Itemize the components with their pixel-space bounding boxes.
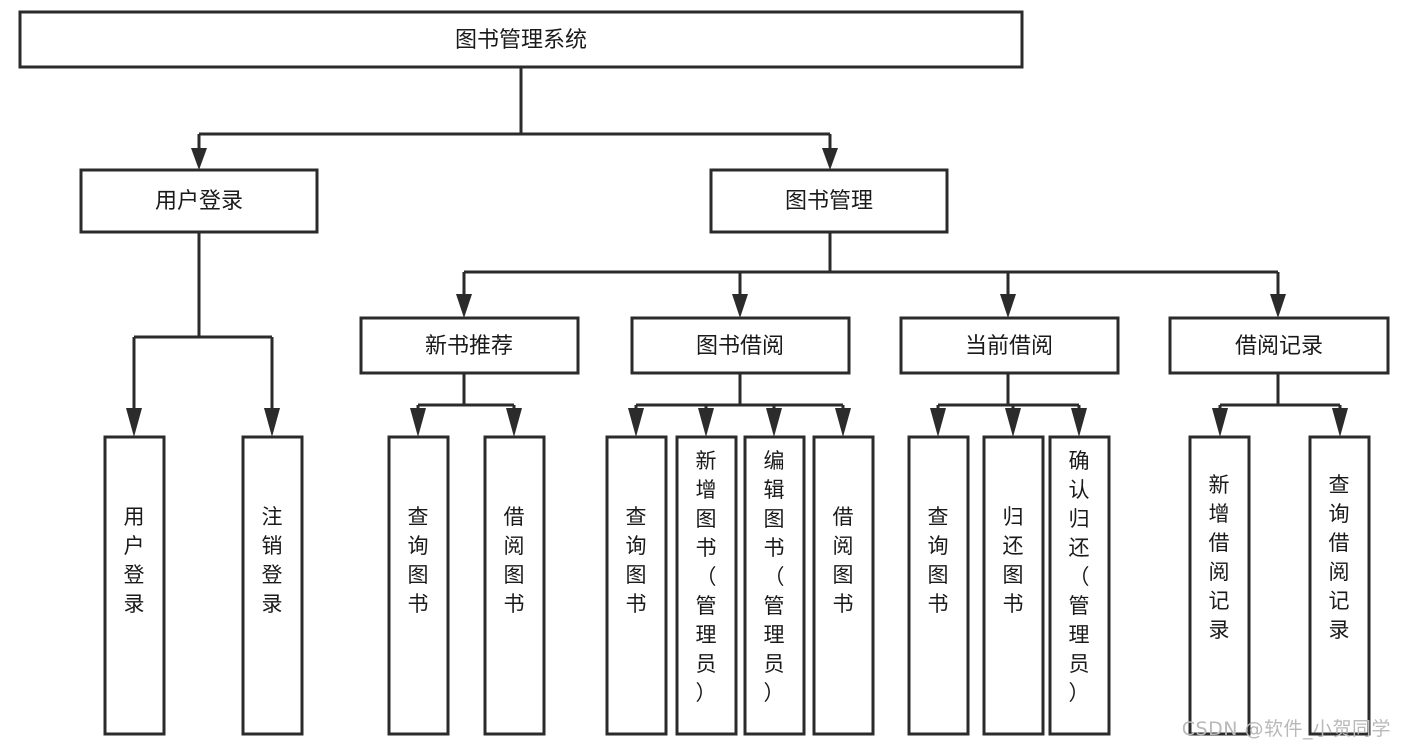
arrow-head-book-manage xyxy=(822,148,838,170)
node-leaf-add-record-label: 新增借阅记录 xyxy=(1209,473,1230,642)
node-new-book-recommend-label: 新书推荐 xyxy=(425,334,513,359)
connector-group-root xyxy=(191,67,838,170)
node-leaf-query-book-2-box[interactable] xyxy=(605,435,668,736)
node-leaf-query-book-1-label: 查询图书 xyxy=(408,505,429,616)
node-leaf-query-record-box[interactable] xyxy=(1308,435,1371,736)
arrow-head-leaf-confirm-return xyxy=(1071,408,1087,437)
arrow-head-new-book-recommend xyxy=(456,294,472,318)
node-leaf-borrow-book-2-box[interactable] xyxy=(812,435,875,736)
node-leaf-logout-label: 注销登录 xyxy=(262,505,283,616)
node-current-borrow-box[interactable] xyxy=(899,316,1120,375)
node-leaf-query-book-3-box[interactable] xyxy=(907,435,970,736)
node-current-borrow-label: 当前借阅 xyxy=(965,334,1053,359)
node-leaf-query-book-3[interactable]: 查询图书 xyxy=(907,435,970,736)
node-leaf-add-record-box[interactable] xyxy=(1188,435,1251,736)
node-leaf-query-book-3-label: 查询图书 xyxy=(928,505,949,616)
node-leaf-return-book-box[interactable] xyxy=(982,435,1045,736)
node-leaf-edit-book-box[interactable] xyxy=(743,435,806,736)
connector-group-borrow-record xyxy=(1212,373,1348,437)
node-leaf-borrow-book-2[interactable]: 借阅图书 xyxy=(812,435,875,736)
arrow-head-leaf-query-book-1 xyxy=(410,408,426,437)
node-leaf-borrow-book-1-label: 借阅图书 xyxy=(504,505,525,616)
node-leaf-borrow-book-1[interactable]: 借阅图书 xyxy=(483,435,546,736)
connector-group-book-manage xyxy=(456,232,1286,318)
node-root-label: 图书管理系统 xyxy=(455,28,587,53)
node-leaf-user-login[interactable]: 用户登录 xyxy=(103,435,166,736)
node-user-login-label: 用户登录 xyxy=(155,189,243,214)
node-book-manage-box[interactable] xyxy=(709,168,949,234)
connector-group-book-borrow xyxy=(628,373,851,437)
connector-group-user-login xyxy=(126,232,280,437)
node-leaf-confirm-return[interactable]: 确认归还（管理员） xyxy=(1048,435,1111,736)
node-book-manage-label: 图书管理 xyxy=(785,189,873,214)
node-root[interactable]: 图书管理系统 xyxy=(18,10,1024,69)
node-leaf-return-book-label: 归还图书 xyxy=(1003,505,1024,616)
node-user-login-box[interactable] xyxy=(79,168,319,234)
node-leaf-edit-book-label: 编辑图书（管理员） xyxy=(764,449,785,705)
node-leaf-confirm-return-box[interactable] xyxy=(1048,435,1111,736)
arrow-head-user-login xyxy=(191,148,207,170)
node-borrow-record-box[interactable] xyxy=(1168,316,1390,375)
node-root-box[interactable] xyxy=(18,10,1024,69)
node-leaf-return-book[interactable]: 归还图书 xyxy=(982,435,1045,736)
arrow-head-leaf-return-book xyxy=(1005,408,1021,437)
node-book-borrow[interactable]: 图书借阅 xyxy=(630,316,851,375)
node-new-book-recommend[interactable]: 新书推荐 xyxy=(359,316,580,375)
node-leaf-user-login-box[interactable] xyxy=(103,435,166,736)
node-leaf-borrow-book-2-label: 借阅图书 xyxy=(833,505,854,616)
arrow-head-leaf-user-login xyxy=(126,408,142,437)
node-leaf-confirm-return-label: 确认归还（管理员） xyxy=(1069,449,1090,705)
connector-group-current-borrow xyxy=(930,373,1087,437)
node-leaf-query-book-2[interactable]: 查询图书 xyxy=(605,435,668,736)
node-leaf-edit-book[interactable]: 编辑图书（管理员） xyxy=(743,435,806,736)
node-leaf-query-book-1-box[interactable] xyxy=(387,435,450,736)
node-new-book-recommend-box[interactable] xyxy=(359,316,580,375)
arrow-head-book-borrow xyxy=(732,294,748,318)
arrow-head-current-borrow xyxy=(1000,294,1016,318)
arrow-head-borrow-record xyxy=(1270,294,1286,318)
node-book-borrow-box[interactable] xyxy=(630,316,851,375)
node-book-manage[interactable]: 图书管理 xyxy=(709,168,949,234)
node-leaf-query-book-2-label: 查询图书 xyxy=(626,505,647,616)
node-leaf-add-record[interactable]: 新增借阅记录 xyxy=(1188,435,1251,736)
node-leaf-borrow-book-1-box[interactable] xyxy=(483,435,546,736)
arrow-head-leaf-logout xyxy=(264,408,280,437)
arrow-head-leaf-edit-book xyxy=(766,408,782,437)
arrow-head-leaf-query-book-3 xyxy=(930,408,946,437)
node-leaf-add-book-box[interactable] xyxy=(675,435,738,736)
connector-group-new-book-recommend xyxy=(410,373,522,437)
node-borrow-record[interactable]: 借阅记录 xyxy=(1168,316,1390,375)
arrow-head-leaf-query-book-2 xyxy=(628,408,644,437)
csdn-watermark: CSDN @软件_小贺同学 xyxy=(1181,718,1391,740)
node-leaf-query-record[interactable]: 查询借阅记录 xyxy=(1308,435,1371,736)
arrow-head-leaf-add-record xyxy=(1212,408,1228,437)
node-book-borrow-label: 图书借阅 xyxy=(696,334,784,359)
node-leaf-add-book-label: 新增图书（管理员） xyxy=(696,449,717,705)
node-leaf-query-record-label: 查询借阅记录 xyxy=(1329,473,1350,642)
arrow-head-leaf-borrow-book-1 xyxy=(506,408,522,437)
arrow-head-leaf-query-record xyxy=(1332,408,1348,437)
arrow-head-leaf-borrow-book-2 xyxy=(835,408,851,437)
node-borrow-record-label: 借阅记录 xyxy=(1235,334,1323,359)
node-user-login[interactable]: 用户登录 xyxy=(79,168,319,234)
node-leaf-logout-box[interactable] xyxy=(241,435,304,736)
node-leaf-logout[interactable]: 注销登录 xyxy=(241,435,304,736)
node-current-borrow[interactable]: 当前借阅 xyxy=(899,316,1120,375)
node-leaf-add-book[interactable]: 新增图书（管理员） xyxy=(675,435,738,736)
node-leaf-query-book-1[interactable]: 查询图书 xyxy=(387,435,450,736)
node-leaf-user-login-label: 用户登录 xyxy=(124,505,145,616)
arrow-head-leaf-add-book xyxy=(698,408,714,437)
